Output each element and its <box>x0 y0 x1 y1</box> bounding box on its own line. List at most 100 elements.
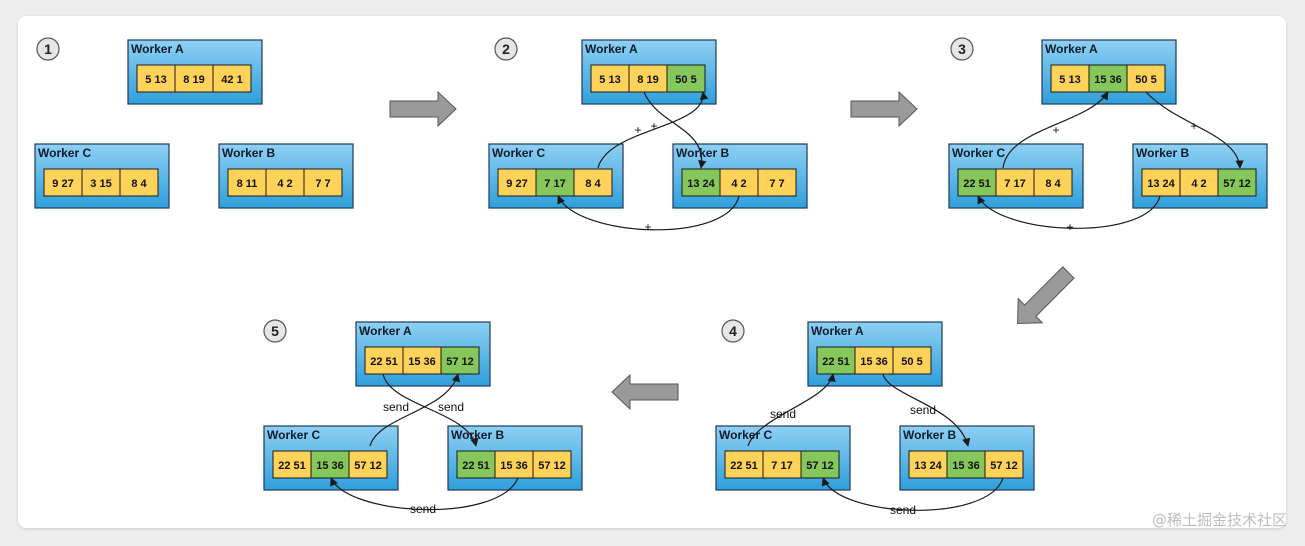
chunk-default <box>1141 168 1181 197</box>
step-number-badge <box>263 319 287 343</box>
edge-label: + <box>1066 220 1073 234</box>
chunk-values: 13 24 <box>1147 178 1175 190</box>
step-number-label: 5 <box>271 323 279 339</box>
chunk-reduced <box>1217 168 1257 197</box>
edge-label: send <box>890 503 916 517</box>
chunk-values: 15 36 <box>408 356 436 368</box>
transfer-arrow-c-to-a <box>369 373 461 447</box>
chunk-default <box>892 346 932 375</box>
step-number-label: 4 <box>729 323 737 339</box>
chunk-values: 15 36 <box>860 356 888 368</box>
transfer-arrow-a-to-b <box>643 91 707 169</box>
chunk-default <box>348 450 388 479</box>
chunk-values: 15 36 <box>500 460 528 472</box>
chunk-values: 57 12 <box>354 460 382 472</box>
transfer-arrow-c-to-a <box>597 91 709 169</box>
chunk-default <box>43 168 83 197</box>
worker-name: Worker B <box>676 146 729 160</box>
transfer-arrow-a-to-b <box>882 373 971 447</box>
chunk-values: 22 51 <box>462 460 490 472</box>
chunk-default <box>136 64 176 93</box>
chunk-values: 13 24 <box>914 460 942 472</box>
chunk-values: 13 24 <box>687 178 715 190</box>
step-number-badge <box>950 37 974 61</box>
chunk-default <box>719 168 759 197</box>
worker-name: Worker B <box>451 428 504 442</box>
worker-name: Worker A <box>359 324 412 338</box>
step-number-2: 2 <box>494 37 518 61</box>
flow-arrow-shape <box>1017 266 1075 324</box>
edge-label: send <box>770 407 796 421</box>
chunk-values: 4 2 <box>1191 178 1206 190</box>
worker-name: Worker C <box>38 146 91 160</box>
chunk-reduced <box>957 168 997 197</box>
transfer-arrow-a-to-b <box>1145 91 1244 169</box>
chunk-values: 8 4 <box>1045 178 1061 190</box>
chunk-reduced <box>800 450 840 479</box>
step-number-label: 3 <box>958 41 966 57</box>
chunk-values: 22 51 <box>963 178 991 190</box>
step-number-label: 2 <box>502 41 510 57</box>
chunk-default <box>119 168 159 197</box>
step-number-badge <box>494 37 518 61</box>
chunk-values: 7 17 <box>771 460 792 472</box>
worker-name: Worker A <box>1045 42 1098 56</box>
chunk-default <box>590 64 630 93</box>
step-number-1: 1 <box>36 37 60 61</box>
worker-name: Worker B <box>903 428 956 442</box>
chunk-values: 15 36 <box>1094 74 1122 86</box>
chunk-values: 57 12 <box>1223 178 1251 190</box>
chunk-values: 7 17 <box>1004 178 1025 190</box>
worker-name: Worker C <box>492 146 545 160</box>
chunk-default <box>908 450 948 479</box>
chunk-values: 9 27 <box>52 178 73 190</box>
worker-name: Worker C <box>952 146 1005 160</box>
chunk-default <box>757 168 797 197</box>
chunk-default <box>212 64 252 93</box>
step-number-badge <box>36 37 60 61</box>
chunk-default <box>573 168 613 197</box>
chunk-values: 57 12 <box>806 460 834 472</box>
transfer-arrow-b-to-c <box>557 195 740 231</box>
edge-label: send <box>410 502 436 516</box>
chunk-default <box>1126 64 1166 93</box>
chunk-values: 8 4 <box>585 178 601 190</box>
edge-label: + <box>644 220 651 234</box>
chunk-values: 22 51 <box>822 356 850 368</box>
flow-arrow-2-to-3 <box>850 90 918 128</box>
chunk-default <box>265 168 305 197</box>
chunk-default <box>272 450 312 479</box>
chunk-default <box>402 346 442 375</box>
transfer-arrow-c-to-a <box>747 373 836 447</box>
flow-arrow-shape <box>389 90 457 128</box>
edge-label: send <box>383 400 409 414</box>
chunk-values: 8 19 <box>183 74 204 86</box>
worker-name: Worker C <box>719 428 772 442</box>
worker-name: Worker C <box>267 428 320 442</box>
chunk-values: 50 5 <box>901 356 922 368</box>
transfer-arrow-b-to-c <box>977 195 1161 229</box>
edge-label: send <box>910 403 936 417</box>
chunk-default <box>364 346 404 375</box>
worker-c-step3: Worker C 22 51 7 17 8 4 <box>948 143 1084 209</box>
flow-arrow-3-to-4 <box>1017 266 1075 324</box>
chunk-values: 42 1 <box>221 74 242 86</box>
flow-arrow-4-to-5 <box>611 373 679 411</box>
chunk-values: 5 13 <box>1059 74 1080 86</box>
chunk-values: 15 36 <box>316 460 344 472</box>
edge-label: send <box>438 400 464 414</box>
chunk-default <box>532 450 572 479</box>
chunk-values: 4 2 <box>277 178 292 190</box>
